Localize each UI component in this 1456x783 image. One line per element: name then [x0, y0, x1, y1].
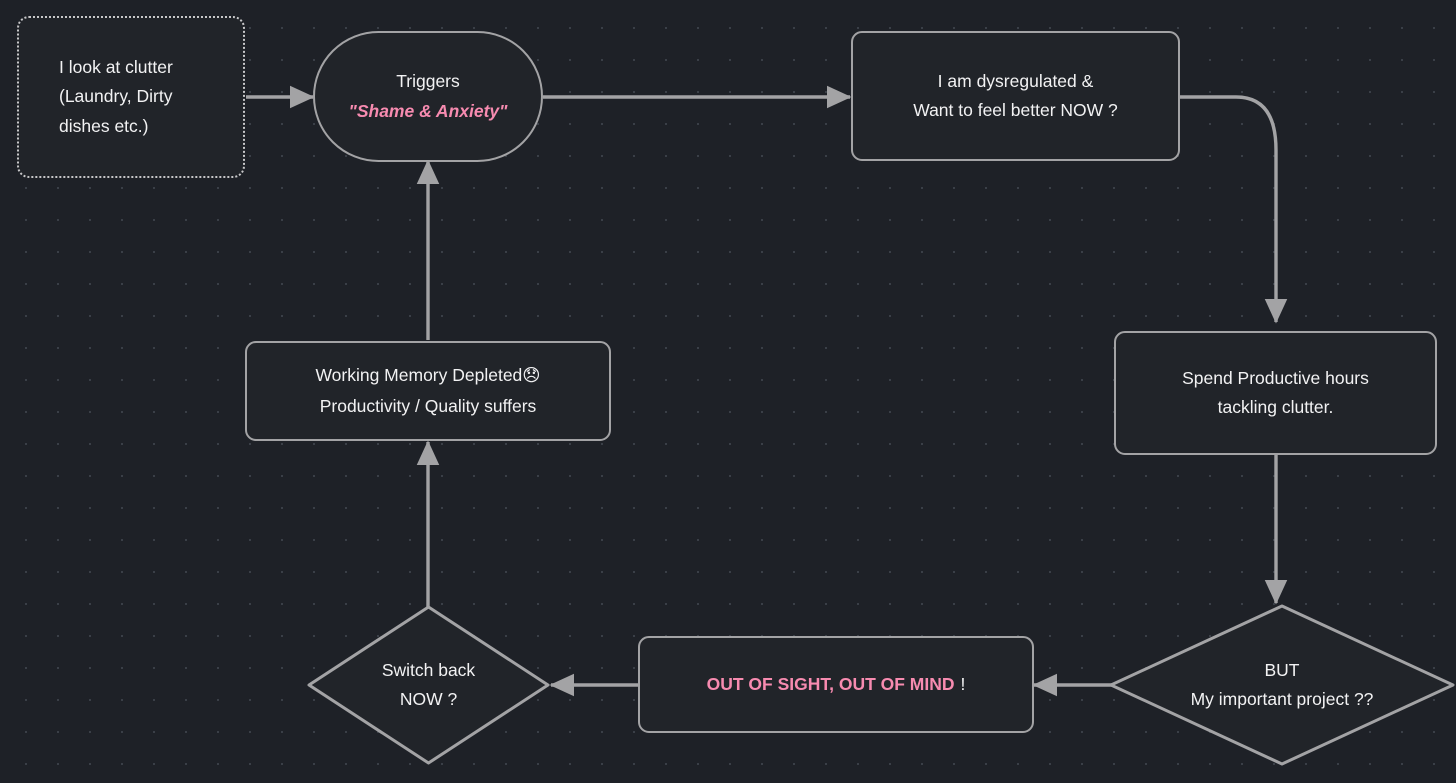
node-workingmemory[interactable]: Working Memory Depleted😞 Productivity / … — [245, 341, 611, 441]
node-clutter-line2: (Laundry, Dirty — [59, 86, 173, 107]
node-outofsight[interactable]: OUT OF SIGHT, OUT OF MIND ! — [638, 636, 1034, 733]
switchback-diamond-shape — [306, 604, 551, 766]
node-switchback-line1: Switch back — [381, 659, 476, 680]
node-outofsight-headline: OUT OF SIGHT, OUT OF MIND — [706, 673, 955, 694]
node-triggers[interactable]: Triggers "Shame & Anxiety" — [313, 31, 543, 162]
node-triggers-line1: Triggers — [396, 71, 460, 92]
node-clutter-line3: dishes etc.) — [59, 115, 149, 136]
node-workingmemory-text1: Working Memory Depleted — [315, 365, 523, 386]
node-but-line2: My important project ?? — [1190, 689, 1374, 709]
disappointed-face-icon: 😞 — [522, 366, 541, 387]
node-dysregulated[interactable]: I am dysregulated & Want to feel better … — [851, 31, 1180, 161]
node-but[interactable]: BUT My important project ?? — [1108, 603, 1456, 767]
node-spend-line1: Spend Productive hours — [1182, 367, 1369, 388]
node-but-line1: BUT — [1264, 659, 1300, 680]
node-clutter-line1: I look at clutter — [59, 57, 173, 78]
node-dysregulated-line1: I am dysregulated & — [937, 70, 1094, 91]
node-clutter[interactable]: I look at clutter (Laundry, Dirty dishes… — [17, 16, 245, 178]
node-triggers-line2: "Shame & Anxiety" — [348, 100, 508, 121]
edge-dysregulated-to-spend — [1180, 95, 1288, 324]
node-spend[interactable]: Spend Productive hours tackling clutter. — [1114, 331, 1437, 455]
node-outofsight-exclaim: ! — [960, 673, 966, 694]
node-switchback[interactable]: Switch back NOW ? — [306, 604, 551, 766]
node-dysregulated-line2: Want to feel better NOW ? — [913, 100, 1118, 120]
node-workingmemory-line2: Productivity / Quality suffers — [319, 395, 537, 416]
but-diamond-shape — [1108, 603, 1456, 767]
node-switchback-line2: NOW ? — [399, 689, 458, 709]
node-workingmemory-line1: Working Memory Depleted😞 — [315, 361, 540, 391]
node-spend-line2: tackling clutter. — [1217, 397, 1334, 417]
